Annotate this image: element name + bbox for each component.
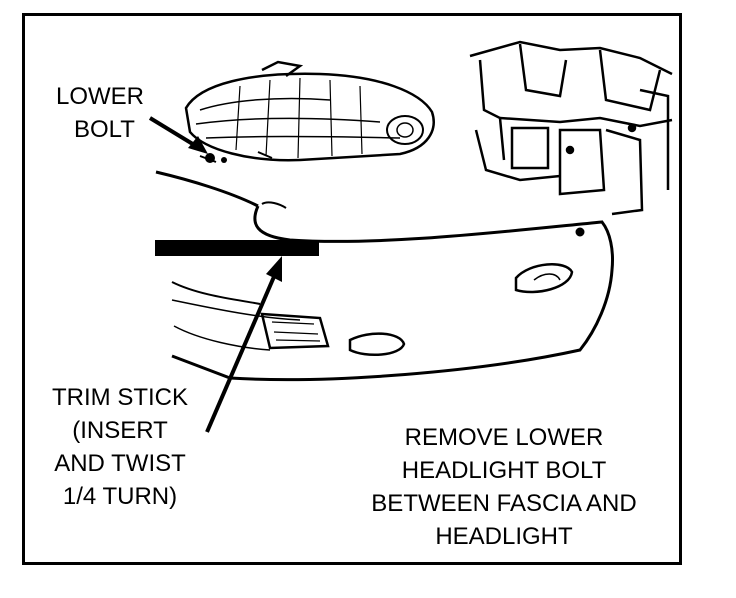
removal-note-line4: HEADLIGHT — [435, 523, 573, 550]
trim-stick-label-line3: AND TWIST — [54, 450, 186, 477]
trim-stick-arrow — [205, 256, 282, 433]
trim-stick-label-line2: (INSERT — [72, 417, 168, 444]
lower-bolt-label-line2: BOLT — [74, 116, 135, 143]
body-structure — [469, 40, 673, 216]
removal-note-line2: HEADLIGHT BOLT — [401, 457, 607, 484]
trim-stick — [155, 240, 319, 256]
trim-stick-label-line4: 1/4 TURN) — [62, 483, 178, 510]
removal-note-line3: BETWEEN FASCIA AND — [371, 490, 637, 517]
lower-bolt-arrow — [148, 116, 208, 154]
diagram-frame — [22, 13, 682, 565]
trim-stick-label-line1: TRIM STICK — [52, 384, 188, 411]
lower-bolt-label-line1: LOWER — [56, 83, 145, 110]
lower-bolt — [205, 153, 227, 163]
front-fascia — [155, 170, 614, 382]
removal-note-line1: REMOVE LOWER — [404, 424, 604, 451]
headlight-assembly — [184, 60, 435, 163]
